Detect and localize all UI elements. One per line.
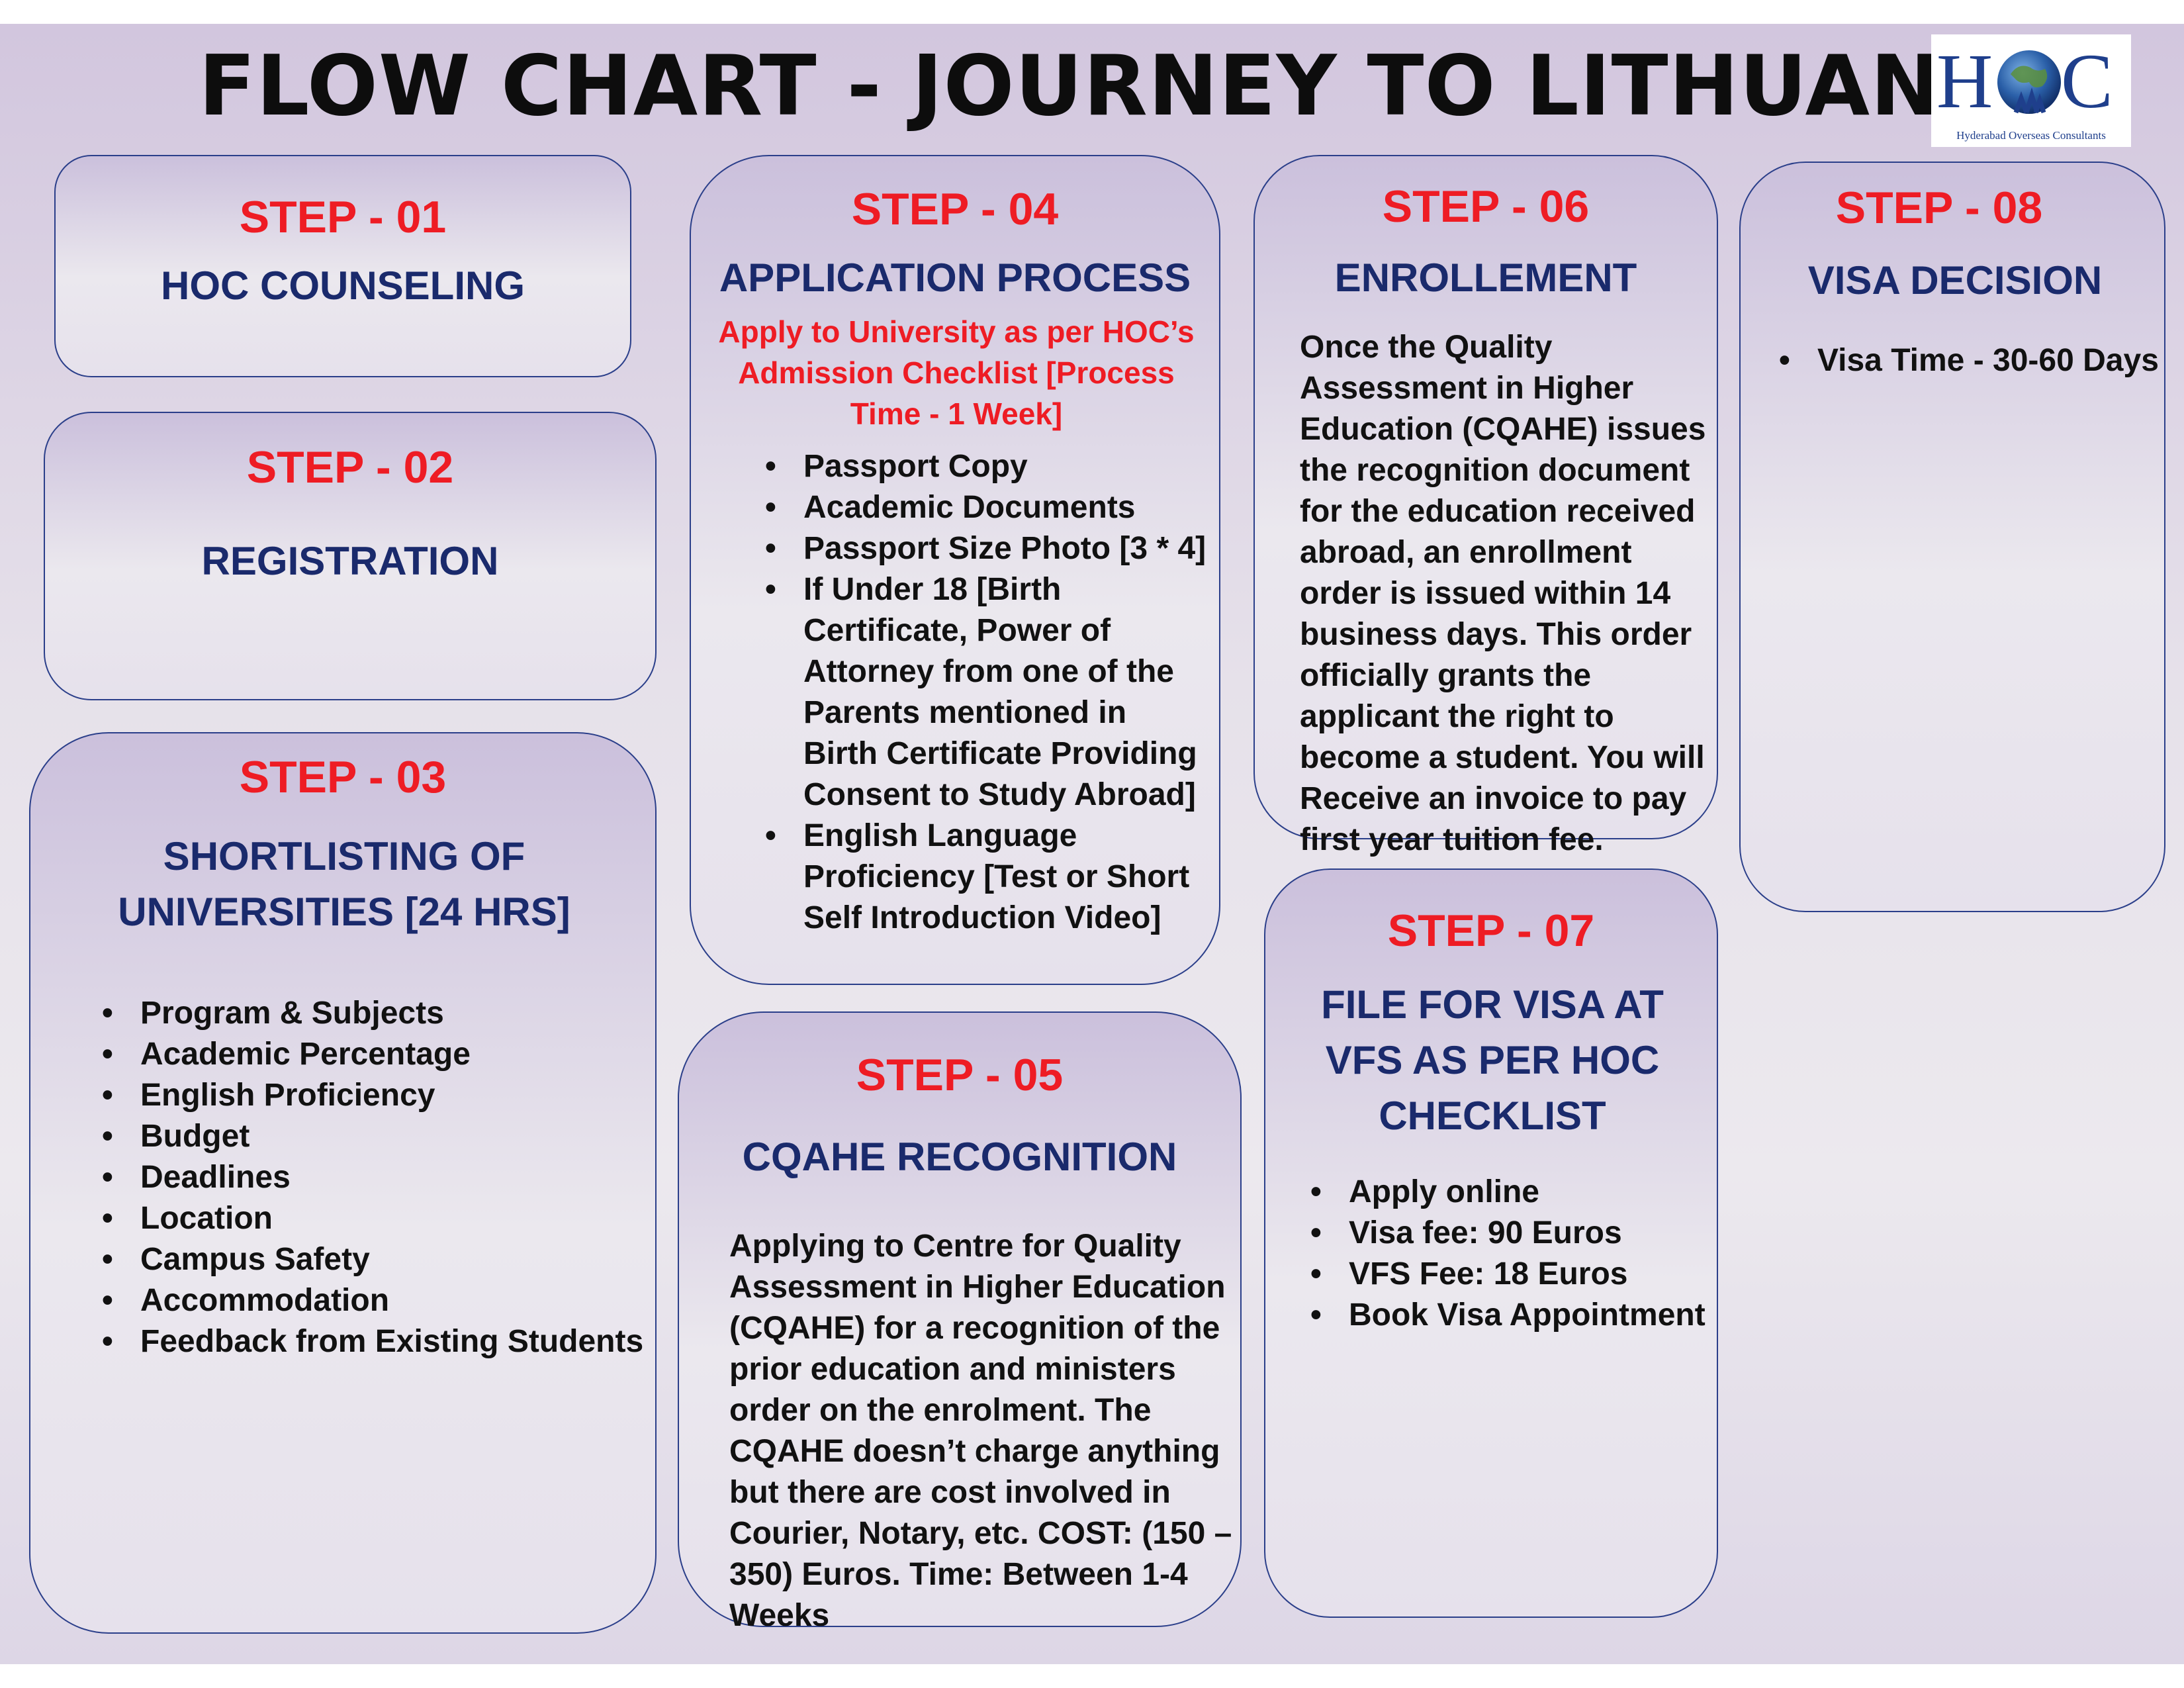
step-05-label: STEP - 05	[856, 1050, 1064, 1100]
step-05-card: STEP - 05 CQAHE RECOGNITION Applying to …	[678, 1011, 1242, 1633]
step-01-heading: HOC COUNSELING	[160, 263, 525, 308]
people-icon	[2013, 87, 2046, 114]
step-03-card: STEP - 03 SHORTLISTING OF UNIVERSITIES […	[29, 732, 657, 1634]
step-08-list-item: Visa Time - 30-60 Days	[1779, 340, 2163, 381]
step-02-card: STEP - 02 REGISTRATION	[44, 412, 657, 700]
step-07-label: STEP - 07	[1387, 906, 1595, 956]
step-04-list-item: If Under 18 [Birth Certificate, Power of…	[765, 569, 1208, 816]
step-04-list-item: Passport Copy	[765, 446, 1208, 487]
step-03-list-item: Deadlines	[102, 1157, 645, 1198]
step-03-list-item: Program & Subjects	[102, 993, 645, 1034]
logo-tagline: Hyderabad Overseas Consultants	[1956, 129, 2106, 142]
step-02-label: STEP - 02	[246, 442, 454, 492]
step-03-list-item: Location	[102, 1198, 645, 1239]
step-03-heading: SHORTLISTING OF UNIVERSITIES [24 HRS]	[118, 834, 570, 934]
step-03-list-item: Accommodation	[102, 1280, 645, 1321]
step-03-list-item: Feedback from Existing Students	[102, 1321, 645, 1362]
step-08-checklist: Visa Time - 30-60 Days	[1779, 340, 2163, 381]
step-04-process-note: Apply to University as per HOC’s Admissi…	[718, 314, 1195, 431]
step-07-checklist: Apply onlineVisa fee: 90 EurosVFS Fee: 1…	[1310, 1172, 1707, 1336]
step-04-list-item: English Language Proficiency [Test or Sh…	[765, 816, 1208, 939]
step-05-heading: CQAHE RECOGNITION	[742, 1135, 1177, 1179]
step-01-card: STEP - 01 HOC COUNSELING	[54, 155, 631, 377]
logo-letter-c: C	[2061, 38, 2113, 124]
step-06-heading: ENROLLEMENT	[1334, 256, 1637, 300]
step-06-label: STEP - 06	[1382, 181, 1590, 232]
step-03-checklist: Program & SubjectsAcademic PercentageEng…	[102, 993, 645, 1362]
page-title: FLOW CHART - JOURNEY TO LITHUANIA	[199, 37, 2038, 134]
step-07-list-item: Apply online	[1310, 1172, 1707, 1213]
step-04-heading: APPLICATION PROCESS	[719, 256, 1191, 300]
step-08-card: STEP - 08 VISA DECISION Visa Time - 30-6…	[1739, 162, 2165, 912]
step-03-list-item: English Proficiency	[102, 1075, 645, 1116]
step-07-heading: FILE FOR VISA AT VFS AS PER HOC CHECKLIS…	[1321, 982, 1664, 1138]
logo-letter-h: H	[1936, 38, 1993, 124]
step-01-label: STEP - 01	[239, 192, 447, 242]
step-04-checklist: Passport CopyAcademic DocumentsPassport …	[765, 446, 1208, 939]
step-07-list-item: Book Visa Appointment	[1310, 1295, 1707, 1336]
step-08-heading: VISA DECISION	[1807, 258, 2103, 303]
logo-graphic: H C Hyderabad Overseas Consultants	[1936, 38, 2113, 142]
step-06-card: STEP - 06 ENROLLEMENT Once the Quality A…	[1253, 155, 1718, 857]
step-07-list-item: Visa fee: 90 Euros	[1310, 1213, 1707, 1254]
step-07-list-item: VFS Fee: 18 Euros	[1310, 1254, 1707, 1295]
step-03-list-item: Academic Percentage	[102, 1034, 645, 1075]
step-04-label: STEP - 04	[851, 184, 1059, 234]
step-06-description: Once the Quality Assessment in Higher Ed…	[1300, 330, 1706, 857]
step-04-card: STEP - 04 APPLICATION PROCESS Apply to U…	[690, 155, 1220, 985]
step-08-label: STEP - 08	[1835, 183, 2043, 233]
step-07-card: STEP - 07 FILE FOR VISA AT VFS AS PER HO…	[1264, 868, 1718, 1618]
hoc-logo: H C Hyderabad Overseas Consultants	[1931, 34, 2131, 147]
step-03-list-item: Budget	[102, 1116, 645, 1157]
step-02-heading: REGISTRATION	[201, 539, 499, 583]
step-03-label: STEP - 03	[239, 752, 447, 802]
step-03-list-item: Campus Safety	[102, 1239, 645, 1280]
step-04-list-item: Passport Size Photo [3 * 4]	[765, 528, 1208, 569]
step-05-description: Applying to Centre for Quality Assessmen…	[729, 1229, 1232, 1633]
step-04-list-item: Academic Documents	[765, 487, 1208, 528]
